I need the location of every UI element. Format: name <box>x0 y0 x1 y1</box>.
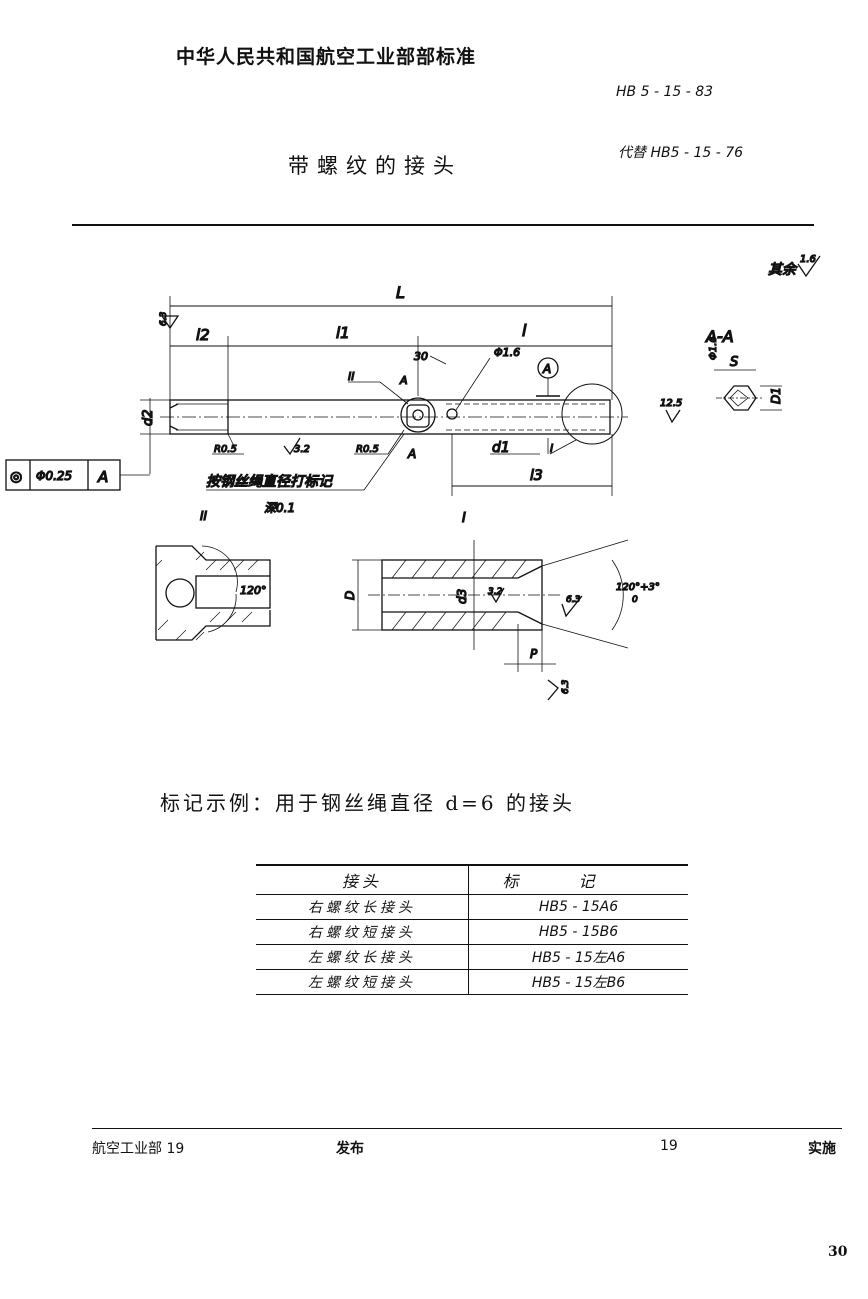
ra-32b-label: 3.2 <box>488 587 503 597</box>
joint-cell: 右螺纹短接头 <box>256 919 469 945</box>
joint-cell: 左螺纹长接头 <box>256 944 469 970</box>
dim-D1: D1 <box>769 387 783 404</box>
detail-I-title: I <box>462 511 466 526</box>
footer-issue: 发布 <box>336 1141 364 1157</box>
footer-rule <box>92 1128 842 1129</box>
angle-30: 30 <box>414 350 428 363</box>
dim-l: l <box>522 321 527 340</box>
section-AA-view <box>716 385 764 411</box>
hole-phi16: Φ1.6 <box>494 346 520 359</box>
dim-d2: d2 <box>141 409 156 426</box>
section-A-upper: A <box>399 374 408 387</box>
cone-angle: 120°+3° <box>616 582 660 593</box>
geometric-tolerance-frame <box>5 459 150 491</box>
marking-example: 标记示例：用于钢丝绳直径 d=6 的接头 <box>160 791 575 815</box>
roughness-rest-value: 1.6 <box>800 254 816 265</box>
tolerance-datum: A <box>97 468 108 486</box>
page-number: 30 <box>828 1244 848 1260</box>
header-mark: 标记 <box>468 864 688 895</box>
dim-S: S <box>730 355 738 370</box>
mark-cell: HB5 - 15B6 <box>468 919 688 945</box>
detail-II-mark: II <box>348 370 355 383</box>
roughness-rest-label: 其余 <box>768 262 798 278</box>
table-row: 左螺纹长接头 HB5 - 15左A6 <box>256 944 688 970</box>
ra-63b-label: 6.3 <box>566 595 581 605</box>
tolerance-value: Φ0.25 <box>36 469 72 483</box>
concentricity-symbol: ◎ <box>10 469 22 485</box>
footer-issued-by: 航空工业部 19 <box>92 1141 185 1157</box>
detail-I-mark: I <box>550 442 553 455</box>
cone-angle-tol: 0 <box>632 595 638 605</box>
dim-D: D <box>343 591 357 600</box>
dim-l2: l2 <box>196 326 210 344</box>
detail-II-view <box>155 545 271 641</box>
table-row: 右螺纹短接头 HB5 - 15B6 <box>256 919 688 945</box>
mark-cell: HB5 - 15左B6 <box>468 969 688 995</box>
header-joint: 接头 <box>256 864 469 895</box>
standard-number: HB 5 - 15 - 83 <box>616 84 714 100</box>
dim-phi16-side: Φ1.6 <box>708 336 719 360</box>
joint-cell: 右螺纹长接头 <box>256 894 469 920</box>
org-standard-title: 中华人民共和国航空工业部部标准 <box>176 46 477 68</box>
mark-cell: HB5 - 15左A6 <box>468 944 688 970</box>
mark-cell: HB5 - 15A6 <box>468 894 688 920</box>
dim-L: L <box>396 283 405 302</box>
footer-implement: 实施 <box>808 1141 836 1157</box>
table-row: 右螺纹长接头 HB5 - 15A6 <box>256 894 688 920</box>
dim-d3: d3 <box>455 589 469 604</box>
table-row: 左螺纹短接头 HB5 - 15左B6 <box>256 969 688 995</box>
radius-R05-right: R0.5 <box>356 444 379 455</box>
note-wire-diameter-mark: 按钢丝绳直径打标记 <box>206 474 334 490</box>
dim-l3: l3 <box>530 468 543 484</box>
table-header-row: 接头 标记 <box>256 864 688 895</box>
roughness-symbol <box>797 255 821 278</box>
dim-d1: d1 <box>492 440 510 456</box>
detail-II-title: II <box>200 509 208 523</box>
section-AA-title: A-A <box>705 327 734 346</box>
detail-I-view <box>368 539 629 650</box>
footer-date: 19 <box>660 1138 678 1154</box>
angle-120: 120° <box>240 584 267 597</box>
header-rule <box>72 224 814 226</box>
ra-63c-label: 6.3 <box>561 679 571 694</box>
technical-drawing: 其余 1.6 L l2 l1 l d2 6.3 ◎ Φ0.25 A <box>5 253 821 701</box>
joint-cell: 左螺纹短接头 <box>256 969 469 995</box>
datum-A-bubble: A <box>542 362 551 376</box>
ra-63-label: 6.3 <box>159 311 169 326</box>
document-title: 带螺纹的接头 <box>288 154 462 178</box>
dim-P: P <box>530 647 538 661</box>
section-A-lower: A <box>407 447 416 461</box>
main-rod <box>160 383 628 445</box>
note-depth: 深0.1 <box>264 501 295 515</box>
replaces-note: 代替 HB5 - 15 - 76 <box>618 145 744 161</box>
ra-125-label: 12.5 <box>660 398 682 409</box>
ra-32-label: 3.2 <box>294 444 310 455</box>
radius-R05-left: R0.5 <box>214 444 237 455</box>
marking-table: 接头 标记 右螺纹长接头 HB5 - 15A6 右螺纹短接头 HB5 - 15B… <box>256 864 688 995</box>
dim-l1: l1 <box>336 324 350 342</box>
